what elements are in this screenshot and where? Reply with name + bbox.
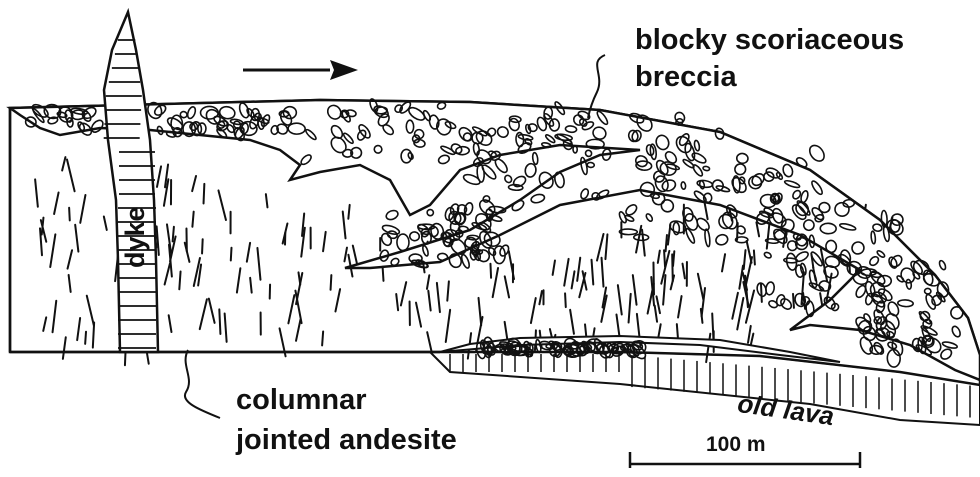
breccia-label-line2: breccia	[635, 59, 904, 96]
breccia-label-line1: blocky scoriaceous	[635, 22, 904, 59]
flow-direction-arrow	[243, 60, 358, 80]
columnar-label-line2: jointed andesite	[236, 420, 457, 460]
breccia-label: blocky scoriaceous breccia	[635, 22, 904, 96]
columnar-leader-line	[185, 350, 220, 418]
columnar-andesite-label: columnar jointed andesite	[236, 380, 457, 460]
columnar-label-line1: columnar	[236, 380, 457, 420]
dyke-label: dyke	[120, 206, 151, 268]
scale-bar-label: 100 m	[706, 433, 766, 457]
